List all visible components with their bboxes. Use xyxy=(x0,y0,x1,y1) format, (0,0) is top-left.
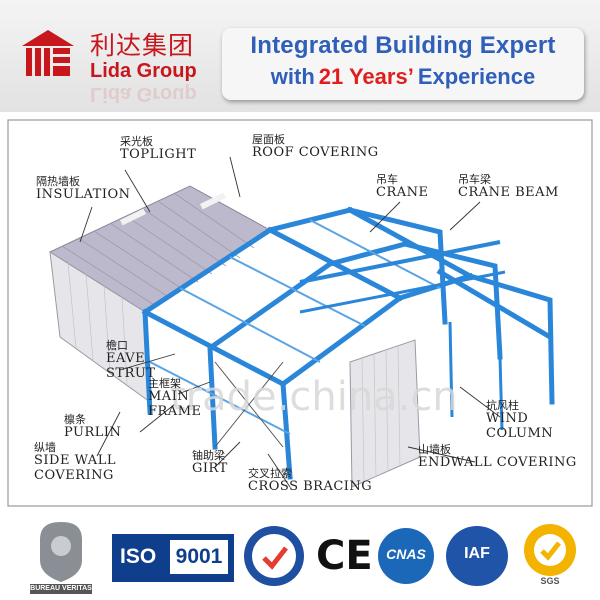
sgs-logo: SGS xyxy=(520,522,580,590)
logo-english-name: Lida Group xyxy=(90,60,197,83)
slogan-line-1: Integrated Building Expert xyxy=(222,32,584,60)
iso-9001-logo: ISO 9001 xyxy=(112,534,234,582)
lida-logo-icon xyxy=(22,30,74,76)
seal-icon xyxy=(242,524,306,588)
bureau-veritas-icon xyxy=(30,520,92,594)
cnas-logo: CNAS xyxy=(378,528,434,584)
ce-mark: CE xyxy=(316,532,372,580)
sgs-icon xyxy=(520,522,580,578)
watermark: trade.china.cn xyxy=(170,374,458,420)
slogan-highlight: 21 Years’ xyxy=(319,64,414,89)
supplier-assessment-seal xyxy=(242,524,306,588)
header: 利达集团 Lida Group Lida Group Integrated Bu… xyxy=(0,0,600,112)
bureau-veritas-logo: BUREAU VERITAS xyxy=(30,520,92,594)
logo-reflection: Lida Group xyxy=(90,82,197,105)
slogan-prefix: with xyxy=(271,64,315,89)
logo-chinese-name: 利达集团 xyxy=(90,26,194,62)
slogan-suffix: Experience xyxy=(418,64,535,89)
lida-logo: 利达集团 Lida Group Lida Group xyxy=(14,12,214,102)
certification-logos: BUREAU VERITAS ISO 9001 CE CNAS IAF SGS xyxy=(0,512,600,600)
iaf-logo: IAF xyxy=(446,526,508,586)
